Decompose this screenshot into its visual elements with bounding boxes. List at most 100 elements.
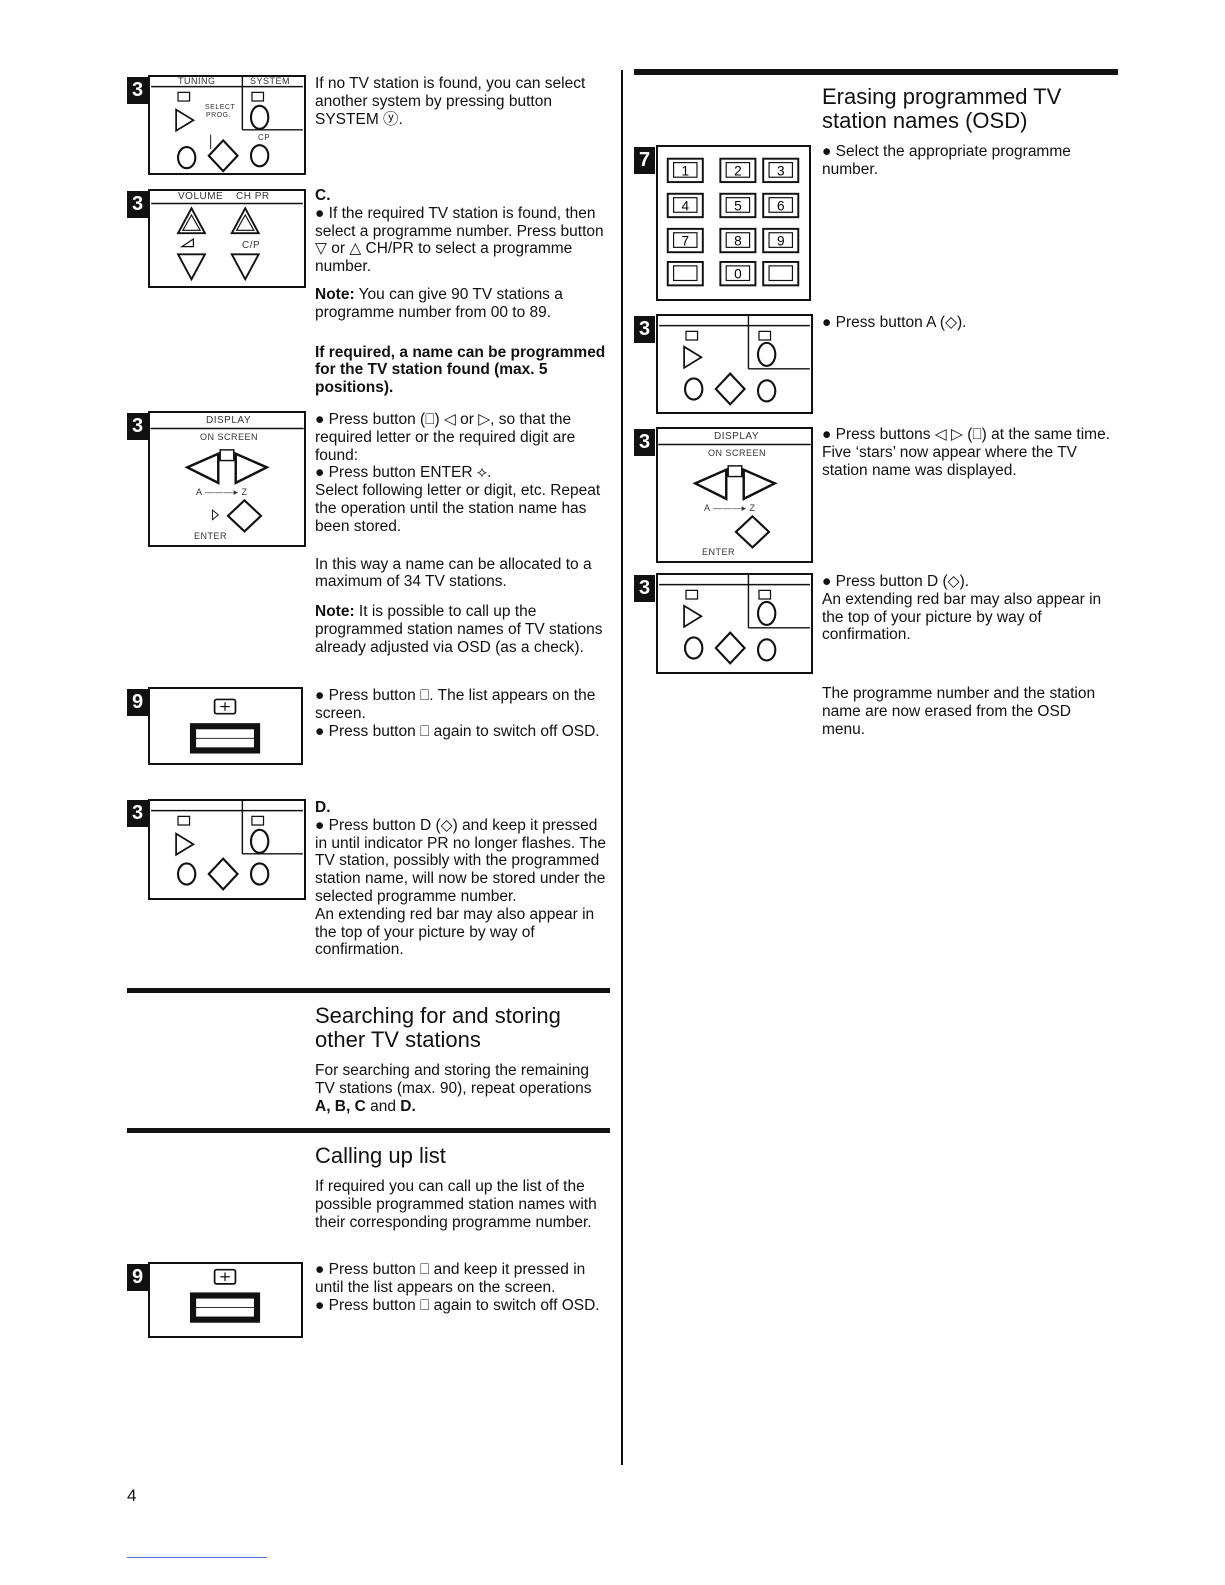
keypad-key: 5 [719, 192, 757, 219]
keypad-key-label: 2 [734, 163, 742, 178]
remote-display-panel: DISPLAY ON SCREEN A ———▸ Z ENTER [148, 411, 306, 547]
enter-label: ENTER [194, 531, 228, 541]
step-stars-block: ● Press buttons ◁ ▷ (⎕) at the same time… [822, 426, 1114, 479]
keypad-key: 2 [719, 157, 757, 184]
onscreen-label: ON SCREEN [200, 432, 259, 442]
step-d-right-text: ● Press button D (◇). [822, 573, 970, 590]
searching-and: and [365, 1097, 401, 1115]
step-badge: 3 [127, 191, 148, 218]
keypad-icon: 1 2 3 4 5 6 7 8 9 0 [666, 157, 800, 287]
note-label: Note: [315, 285, 355, 303]
display-label: DISPLAY [206, 415, 251, 426]
keypad-key: 4 [666, 192, 704, 219]
remote-tuning-panel [656, 573, 813, 674]
display-label: DISPLAY [714, 431, 759, 442]
keypad-key-label: 8 [734, 233, 742, 248]
searching-op-d: D. [400, 1097, 416, 1115]
az-label: A ———▸ Z [704, 503, 756, 513]
keypad-key-label: 9 [777, 233, 785, 248]
keypad-key: 6 [762, 192, 800, 219]
chpr-label: CH PR [236, 191, 270, 202]
cp-label: CP [258, 133, 271, 142]
erasing-text: ● Select the appropriate programme numbe… [822, 143, 1071, 178]
column-divider [621, 70, 623, 1465]
tuning-buttons-icon [151, 77, 303, 173]
step-c-text: ● If the required TV station is found, t… [315, 204, 604, 276]
step-badge: 3 [127, 413, 148, 440]
enter-label: ENTER [702, 547, 736, 557]
step-name-block: ● Press button (⎕) ◁ or ▷, so that the r… [315, 411, 610, 657]
keypad-key-label: 1 [681, 163, 689, 178]
left-right-enter-icon [658, 443, 811, 549]
system-label: SYSTEM [250, 76, 291, 86]
step-d-right-text2: An extending red bar may also appear in … [822, 590, 1102, 644]
keypad-key-label: 7 [681, 233, 689, 248]
osd-button-panel [148, 1262, 303, 1338]
note-label: Note: [315, 603, 355, 621]
page-number: 4 [127, 1486, 137, 1505]
step-stars-text: ● Press buttons ◁ ▷ (⎕) at the same time… [822, 426, 1111, 443]
osd-list-icon [189, 698, 261, 754]
keypad-key: 7 [666, 227, 704, 254]
keypad-key-label: 6 [777, 198, 785, 213]
keypad-key [762, 260, 800, 287]
step-c-note: Note: You can give 90 TV stations a prog… [315, 286, 610, 322]
onscreen-label: ON SCREEN [708, 448, 767, 458]
step-badge: 3 [634, 575, 655, 602]
keypad-key [666, 260, 704, 287]
section-rule [127, 988, 610, 993]
prog-label: PROG. [206, 112, 232, 119]
step-name-text1: ● Press button (⎕) ◁ or ▷, so that the r… [315, 411, 576, 464]
note-text: It is possible to call up the programmed… [315, 603, 603, 656]
searching-text-pre: For searching and storing the remaining … [315, 1062, 592, 1097]
tuning-buttons-icon [659, 316, 810, 406]
step-name-note: Note: It is possible to call up the prog… [315, 603, 610, 656]
tuning-buttons-icon [659, 575, 810, 665]
step-osd-block: ● Press button ⎕. The list appears on th… [315, 687, 610, 740]
keypad-key: 8 [719, 227, 757, 254]
tuning-buttons-icon [151, 801, 303, 891]
section-rule [634, 69, 1118, 75]
tuning-label: TUNING [178, 76, 216, 86]
az-label: A ———▸ Z [196, 487, 248, 497]
calling-title: Calling up list [315, 1143, 446, 1168]
searching-title: Searching for and storing other TV stati… [315, 1003, 561, 1052]
bottom-link-line [127, 1557, 267, 1558]
step-d-heading: D. [315, 799, 331, 816]
remote-tuning-panel: TUNING SYSTEM SELECT PROG. CP [148, 75, 306, 175]
calling-text: If required you can call up the list of … [315, 1178, 597, 1231]
keypad-key: 3 [762, 157, 800, 184]
osd-button-panel [148, 687, 303, 765]
step-name-text2: ● Press button ENTER ⟡. [315, 464, 492, 482]
step-name-text4: In this way a name can be allocated to a… [315, 555, 592, 591]
step-d-right-block: ● Press button D (◇). An extending red b… [822, 573, 1112, 644]
searching-ops: A, B, C [315, 1097, 366, 1115]
remote-volume-panel: VOLUME CH PR C/P [148, 189, 306, 288]
remote-tuning-panel [656, 314, 813, 414]
remote-display-panel: DISPLAY ON SCREEN A ———▸ Z ENTER [656, 427, 813, 563]
cp-label: C/P [242, 240, 261, 251]
step-d-text: ● Press button D (◇) and keep it pressed… [315, 816, 606, 905]
step-stars-text2: Five ‘stars’ now appear where the TV sta… [822, 443, 1078, 479]
keypad-key: 9 [762, 227, 800, 254]
calling-steps: ● Press button ⎕ and keep it pressed in … [315, 1261, 610, 1314]
step-badge: 7 [634, 147, 655, 174]
searching-text: For searching and storing the remaining … [315, 1062, 610, 1115]
volume-label: VOLUME [178, 191, 224, 202]
osd-list-icon [189, 1268, 261, 1323]
remote-tuning-panel [148, 799, 306, 900]
keypad-key-label: 5 [734, 198, 742, 213]
step-d-block: D. ● Press button D (◇) and keep it pres… [315, 799, 610, 959]
section-rule [127, 1128, 610, 1133]
system-text: If no TV station is found, you can selec… [315, 75, 586, 128]
step-osd-text1: ● Press button ⎕. The list appears on th… [315, 687, 596, 722]
keypad-key-label: 0 [734, 267, 742, 282]
left-right-enter-icon [150, 427, 304, 533]
step-badge: 3 [127, 77, 148, 104]
keypad-key: 1 [666, 157, 704, 184]
step-d-text2: An extending red bar may also appear in … [315, 905, 595, 959]
note-text: You can give 90 TV stations a programme … [315, 285, 563, 321]
step-c-block: C. ● If the required TV station is found… [315, 187, 610, 397]
step-c-heading: C. [315, 187, 331, 204]
step-badge: 9 [127, 1264, 148, 1291]
